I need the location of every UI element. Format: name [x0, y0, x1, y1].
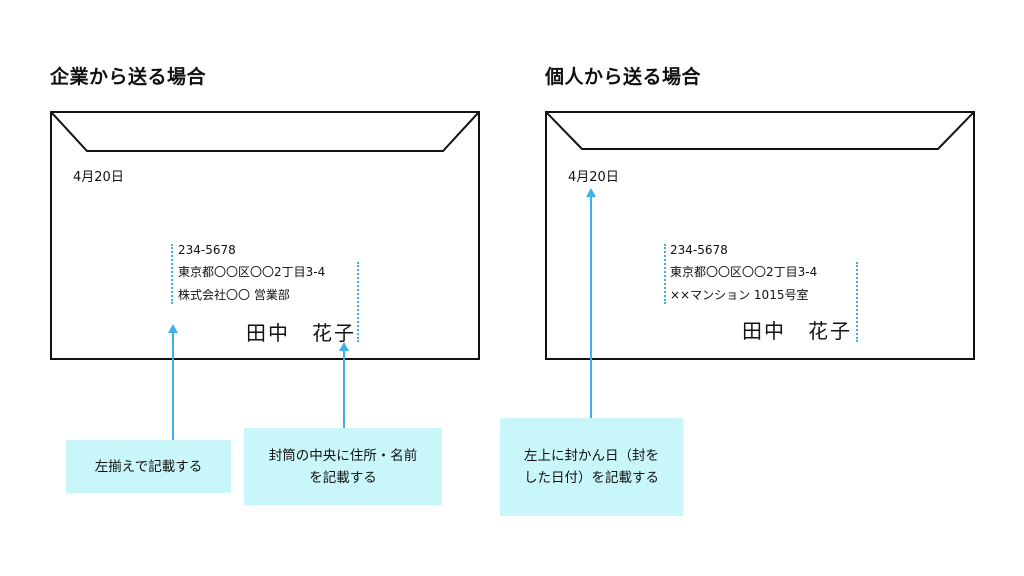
callout-center-line1: 封筒の中央に住所・名前 — [268, 447, 418, 464]
personal-recipient-name: 田中 花子 — [742, 319, 852, 343]
business-left-align-guide — [171, 244, 173, 304]
personal-address-line1: 東京都〇〇区〇〇2丁目3-4 — [670, 265, 818, 279]
personal-right-align-guide — [856, 262, 858, 342]
callout-left-align-text: 左揃えで記載する — [94, 458, 203, 475]
callout-seal-date: 左上に封かん日（封を した日付）を記載する — [500, 418, 683, 516]
business-recipient-name: 田中 花子 — [246, 321, 356, 345]
business-right-align-guide — [357, 262, 359, 342]
callout-center-line2: を記載する — [309, 469, 377, 486]
business-heading: 企業から送る場合 — [50, 66, 207, 88]
envelope-flap-icon — [547, 113, 973, 150]
business-address-line2: 株式会社〇〇 営業部 — [178, 288, 290, 302]
arrowhead-icon — [168, 324, 178, 333]
envelope-flap-icon — [52, 113, 478, 152]
arrowhead-icon — [339, 342, 349, 351]
personal-address-line2: ××マンション 1015号室 — [670, 288, 809, 302]
callout-date-line2: した日付）を記載する — [524, 470, 659, 486]
callout-date-line1: 左上に封かん日（封を — [524, 448, 659, 464]
callout-center-address: 封筒の中央に住所・名前 を記載する — [244, 428, 442, 505]
business-postal-code: 234-5678 — [178, 243, 236, 257]
business-seal-date: 4月20日 — [73, 170, 124, 185]
personal-seal-date: 4月20日 — [568, 170, 619, 185]
personal-postal-code: 234-5678 — [670, 243, 728, 257]
business-address-line1: 東京都〇〇区〇〇2丁目3-4 — [178, 265, 326, 279]
personal-heading: 個人から送る場合 — [545, 66, 702, 88]
personal-left-align-guide — [664, 244, 666, 304]
business-envelope — [50, 111, 480, 360]
arrowhead-icon — [586, 188, 596, 197]
callout-left-align: 左揃えで記載する — [66, 440, 231, 493]
personal-envelope — [545, 111, 975, 360]
